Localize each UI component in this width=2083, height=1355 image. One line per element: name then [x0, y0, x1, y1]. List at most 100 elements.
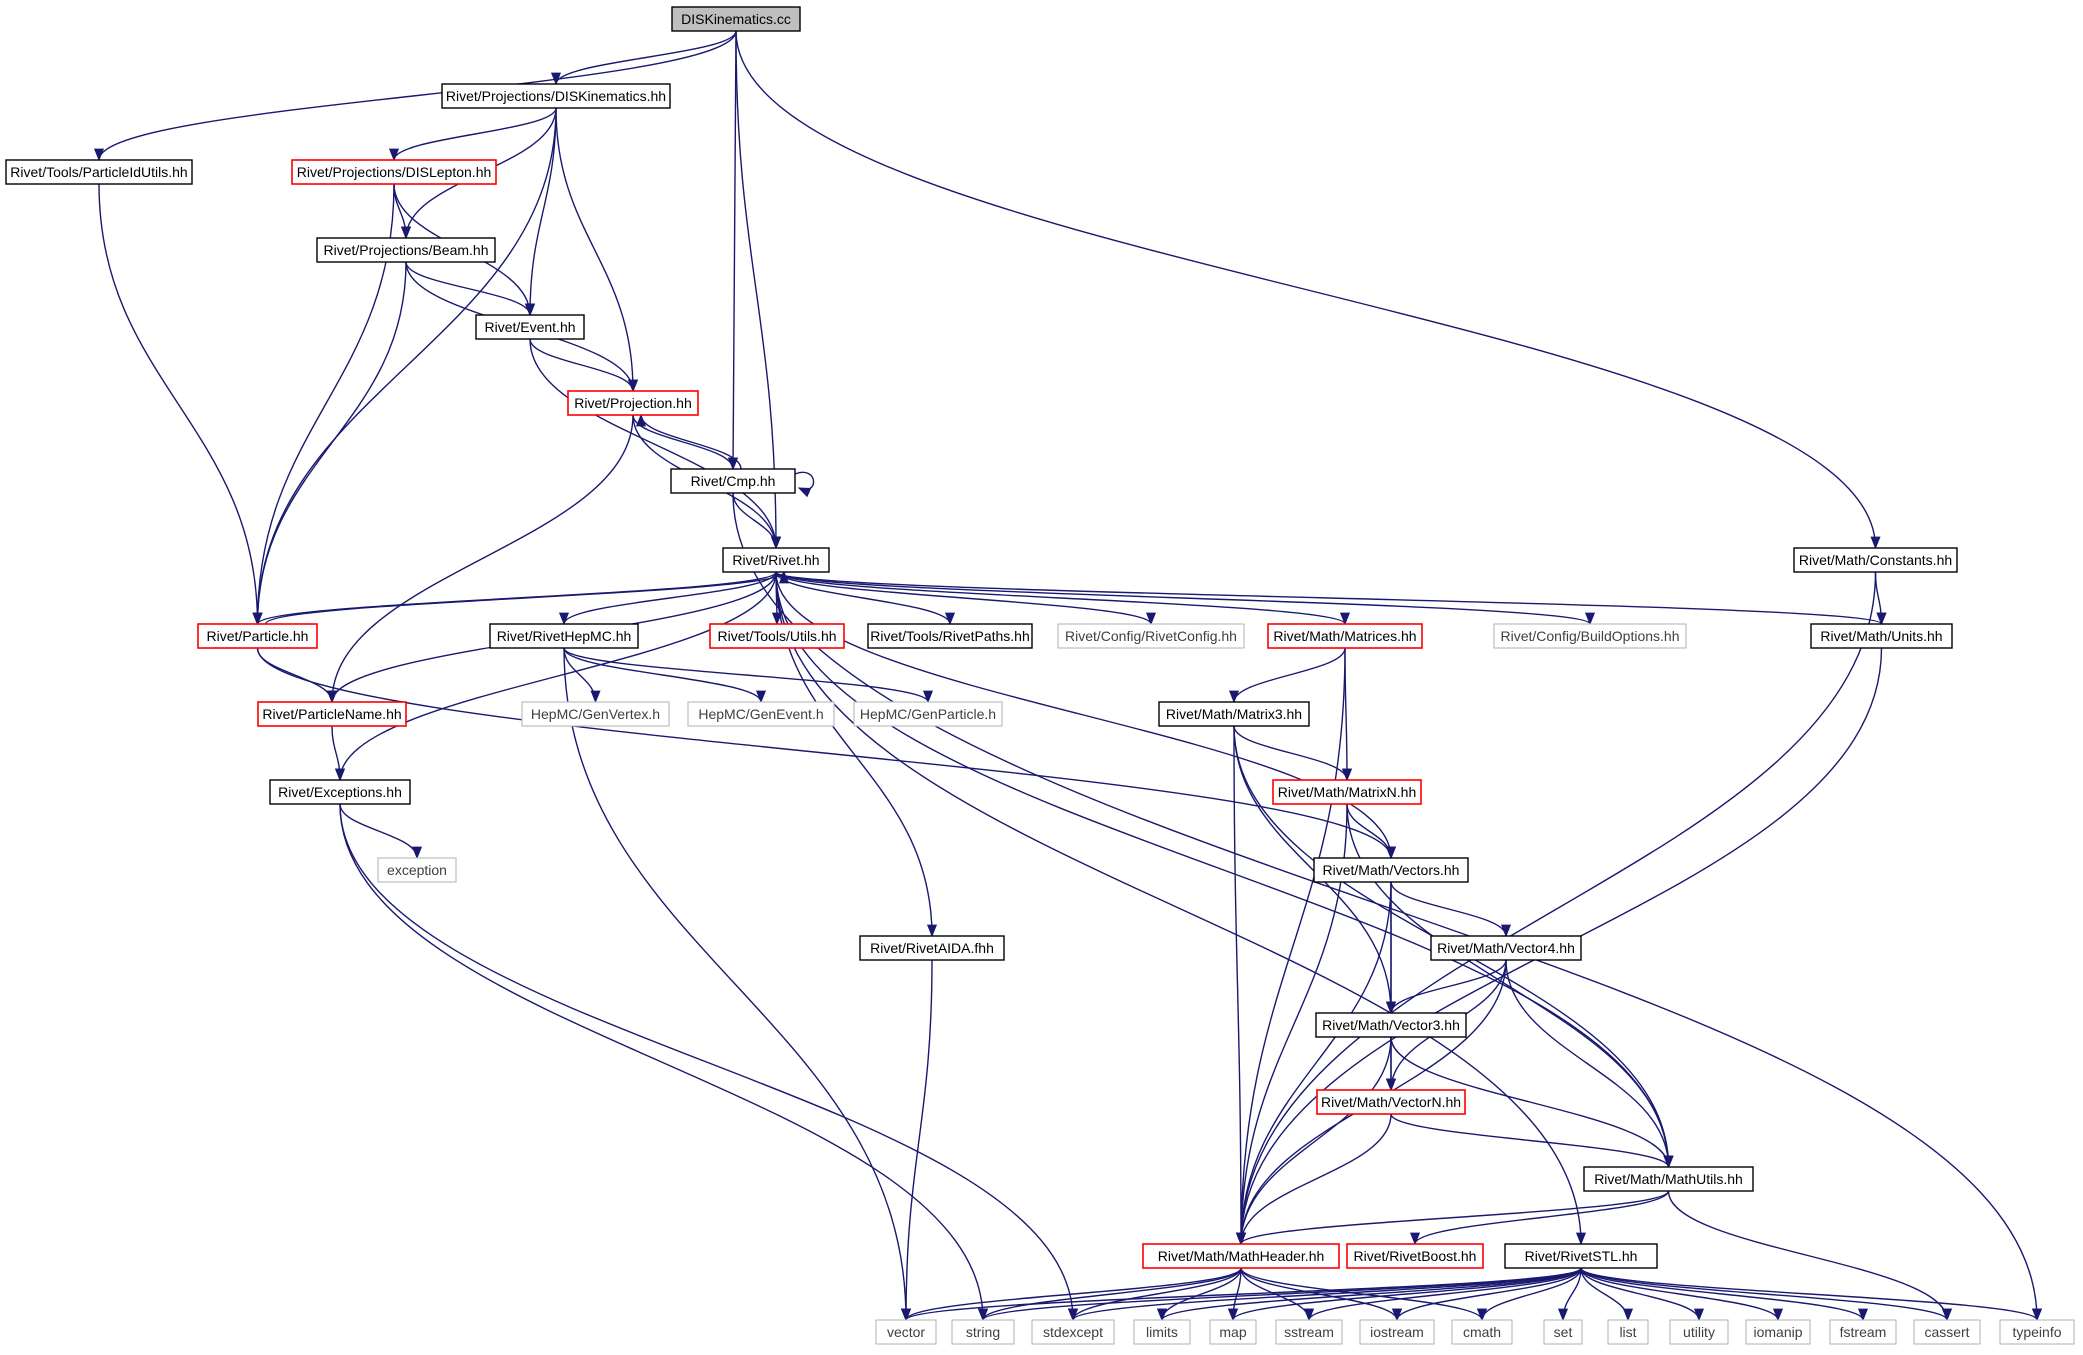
node-s_cassert: cassert — [1913, 1319, 1981, 1345]
node-exceptions[interactable]: Rivet/Exceptions.hh — [269, 779, 411, 805]
node-box — [1810, 623, 1953, 649]
node-label: Rivet/Math/VectorN.hh — [1321, 1094, 1461, 1110]
node-matrix3[interactable]: Rivet/Math/Matrix3.hh — [1158, 701, 1310, 727]
node-box — [1313, 857, 1469, 883]
edge-cmp-to-cmp — [794, 471, 815, 498]
node-event[interactable]: Rivet/Event.hh — [475, 314, 585, 340]
node-label: cassert — [1924, 1324, 1969, 1340]
edge-pidutils-to-particle — [98, 183, 263, 626]
node-label: set — [1554, 1324, 1573, 1340]
node-label: typeinfo — [2012, 1324, 2061, 1340]
edge-stl-to-s_limits — [1157, 1267, 1582, 1322]
node-mathheader[interactable]: Rivet/Math/MathHeader.hh — [1142, 1243, 1340, 1269]
node-label: Rivet/Event.hh — [484, 319, 575, 335]
edge-hepmc-to-s_vector — [563, 647, 912, 1322]
edge-vector4-to-mathutils — [1505, 959, 1674, 1169]
node-genparticle: HepMC/GenParticle.h — [853, 701, 1003, 727]
node-label: HepMC/GenParticle.h — [860, 706, 996, 722]
node-box — [1346, 1243, 1484, 1269]
node-mathutils[interactable]: Rivet/Math/MathUtils.hh — [1583, 1166, 1754, 1192]
edge-rivet-to-exceptions — [335, 571, 777, 782]
node-box — [269, 779, 411, 805]
node-s_stdexcept: stdexcept — [1031, 1319, 1115, 1345]
node-box — [1031, 1319, 1115, 1345]
edge-vector3-to-mathutils — [1390, 1036, 1674, 1169]
node-box — [1209, 1319, 1257, 1345]
node-box — [1142, 1243, 1340, 1269]
node-pidutils[interactable]: Rivet/Tools/ParticleIdUtils.hh — [5, 159, 193, 185]
node-units[interactable]: Rivet/Math/Units.hh — [1810, 623, 1953, 649]
node-label: HepMC/GenVertex.h — [531, 706, 660, 722]
node-paths[interactable]: Rivet/Tools/RivetPaths.hh — [867, 623, 1033, 649]
node-vectorn[interactable]: Rivet/Math/VectorN.hh — [1316, 1089, 1466, 1115]
node-cmp[interactable]: Rivet/Cmp.hh — [670, 468, 796, 494]
node-vectors[interactable]: Rivet/Math/Vectors.hh — [1313, 857, 1469, 883]
edge-exceptions-to-s_string — [339, 803, 989, 1322]
node-projection[interactable]: Rivet/Projection.hh — [567, 390, 699, 416]
node-s_string: string — [951, 1319, 1015, 1345]
edge-vectors-to-vector4 — [1390, 881, 1511, 938]
node-label: Rivet/Tools/ParticleIdUtils.hh — [10, 164, 187, 180]
node-label: Rivet/RivetHepMC.hh — [497, 628, 632, 644]
node-s_map: map — [1209, 1319, 1257, 1345]
node-diskin_hh[interactable]: Rivet/Projections/DISKinematics.hh — [441, 83, 671, 109]
node-label: Rivet/Math/Vector4.hh — [1437, 940, 1575, 956]
edge-exceptions-to-s_stdexcept — [339, 803, 1079, 1322]
edge-rivet-to-vectors — [775, 571, 1396, 860]
node-box — [1158, 701, 1310, 727]
node-label: Rivet/Math/Vectors.hh — [1323, 862, 1460, 878]
node-utils[interactable]: Rivet/Tools/Utils.hh — [709, 623, 845, 649]
node-beam[interactable]: Rivet/Projections/Beam.hh — [316, 237, 496, 263]
edge-stl-to-s_stdexcept — [1068, 1267, 1582, 1322]
node-box — [1583, 1166, 1754, 1192]
node-label: Rivet/Projections/DISKinematics.hh — [446, 88, 666, 104]
node-box — [441, 83, 671, 109]
node-buildopts: Rivet/Config/BuildOptions.hh — [1493, 623, 1687, 649]
node-hepmc[interactable]: Rivet/RivetHepMC.hh — [489, 623, 639, 649]
node-box — [489, 623, 639, 649]
edge-matrixn-to-vectors — [1346, 803, 1397, 860]
node-s_limits: limits — [1133, 1319, 1191, 1345]
node-box — [1451, 1319, 1513, 1345]
node-stl[interactable]: Rivet/RivetSTL.hh — [1504, 1243, 1658, 1269]
node-label: map — [1219, 1324, 1246, 1340]
node-particle[interactable]: Rivet/Particle.hh — [197, 623, 318, 649]
node-vector4[interactable]: Rivet/Math/Vector4.hh — [1430, 935, 1582, 961]
node-genvertex: HepMC/GenVertex.h — [521, 701, 670, 727]
node-pname[interactable]: Rivet/ParticleName.hh — [257, 701, 407, 727]
edge-matrices-to-mathheader — [1235, 647, 1346, 1246]
node-matrices[interactable]: Rivet/Math/Matrices.hh — [1267, 623, 1423, 649]
edge-particle-to-vectors — [256, 647, 1396, 860]
node-label: Rivet/Math/Constants.hh — [1799, 552, 1952, 568]
node-root[interactable]: DISKinematics.cc — [671, 6, 801, 32]
node-label: DISKinematics.cc — [681, 11, 791, 27]
edge-matrix3-to-matrixn — [1233, 725, 1352, 782]
node-box — [197, 623, 318, 649]
node-constants[interactable]: Rivet/Math/Constants.hh — [1793, 547, 1958, 573]
node-dislepton[interactable]: Rivet/Projections/DISLepton.hh — [291, 159, 497, 185]
node-box — [1275, 1319, 1343, 1345]
node-vector3[interactable]: Rivet/Math/Vector3.hh — [1315, 1012, 1467, 1038]
node-aida[interactable]: Rivet/RivetAIDA.fhh — [859, 935, 1005, 961]
edge-stl-to-s_string — [978, 1267, 1582, 1322]
node-label: Rivet/Math/Matrices.hh — [1273, 628, 1416, 644]
edge-constants-to-mathheader — [1235, 571, 1877, 1246]
node-rivet[interactable]: Rivet/Rivet.hh — [722, 547, 830, 573]
node-box — [1829, 1319, 1897, 1345]
node-box — [875, 1319, 937, 1345]
edge-rivet-to-hepmc — [559, 571, 777, 626]
edge-rivet-to-stl — [775, 571, 1587, 1246]
node-box — [1315, 1012, 1467, 1038]
edge-stl-to-s_set — [1557, 1267, 1582, 1322]
node-boost[interactable]: Rivet/RivetBoost.hh — [1346, 1243, 1484, 1269]
node-box — [1316, 1089, 1466, 1115]
node-box — [687, 701, 835, 727]
edge-diskin_hh-to-particle — [252, 107, 557, 626]
edge-rivet-to-rivetconfig — [775, 571, 1156, 626]
node-s_iostream: iostream — [1359, 1319, 1435, 1345]
edge-hepmc-to-genevent — [563, 647, 766, 704]
node-matrixn[interactable]: Rivet/Math/MatrixN.hh — [1272, 779, 1422, 805]
node-label: Rivet/RivetSTL.hh — [1525, 1248, 1638, 1264]
node-genevent: HepMC/GenEvent.h — [687, 701, 835, 727]
